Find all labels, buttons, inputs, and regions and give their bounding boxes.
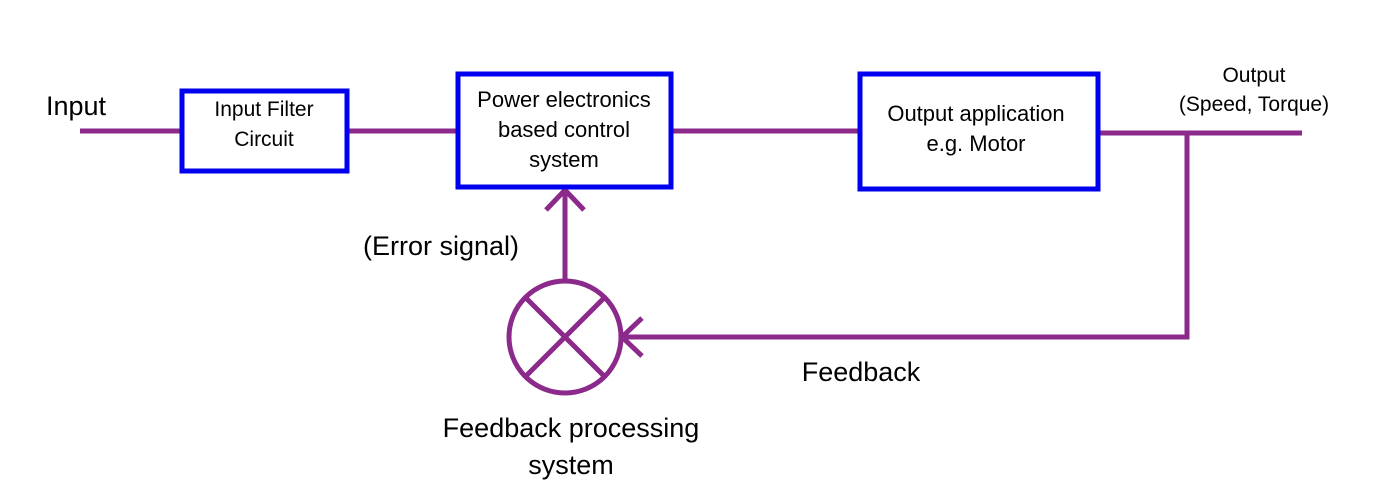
power-electronics-label-line1: Power electronics (477, 87, 651, 112)
power-electronics-block: Power electronics based control system (455, 71, 674, 190)
output-application-block: Output application e.g. Motor (857, 71, 1101, 192)
output-label-line2: (Speed, Torque) (1179, 93, 1329, 116)
input-label: Input (46, 91, 107, 121)
power-electronics-label-line3: system (529, 147, 599, 172)
power-electronics-label-line2: based control (498, 117, 630, 142)
input-filter-label-line1: Input Filter (214, 98, 313, 121)
output-label-line1: Output (1222, 64, 1285, 87)
feedback-path-wire (622, 133, 1190, 340)
error-signal-label: (Error signal) (363, 231, 519, 261)
feedback-processing-label-line1: Feedback processing (443, 413, 700, 443)
feedback-processing-label-line2: system (528, 450, 614, 480)
input-filter-label-line2: Circuit (234, 128, 294, 151)
output-application-label-line2: e.g. Motor (926, 131, 1025, 156)
error-signal-arrowhead (544, 186, 586, 212)
feedback-processing-junction (506, 278, 624, 396)
output-application-label-line1: Output application (887, 101, 1064, 126)
feedback-label: Feedback (802, 357, 921, 387)
input-filter-block: Input Filter Circuit (179, 88, 350, 174)
